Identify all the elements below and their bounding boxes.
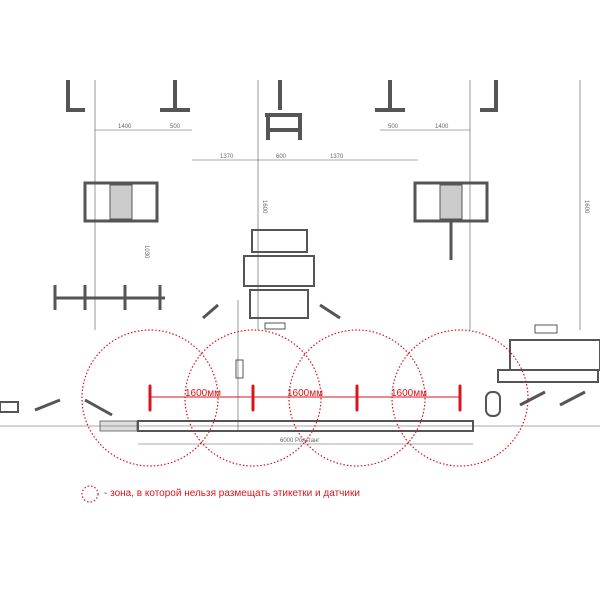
spacing-markers [148,384,462,412]
dim-label: 1600 [261,200,267,214]
equipment-drawing [0,80,600,445]
exclusion-zone-circle [391,329,529,467]
exclusion-zones [81,329,529,503]
dim-label: 1030 [143,245,149,259]
legend-text: - зона, в которой нельзя размещать этике… [104,488,360,499]
spacing-label: 1600мм [287,388,323,399]
exclusion-zone-circle [288,329,426,467]
exclusion-zone-circle [184,329,322,467]
dim-label: 1400 [435,124,449,130]
dim-label: 1370 [330,154,344,160]
dim-label: 500 [170,124,181,130]
dim-label: 600 [276,154,287,160]
dim-label: 1400 [118,124,132,130]
dimension-labels: 1400 500 1370 600 1370 500 1400 1600 103… [118,124,589,444]
conveyor-label: 6000 Рольганг [280,438,320,444]
spacing-label: 1600мм [185,388,221,399]
dim-label: 1600 [583,200,589,214]
dim-label: 500 [388,124,399,130]
exclusion-zone-circle [81,329,219,467]
legend-zone-icon [81,485,99,503]
spacing-label: 1600мм [391,388,427,399]
dim-label: 1370 [220,154,234,160]
